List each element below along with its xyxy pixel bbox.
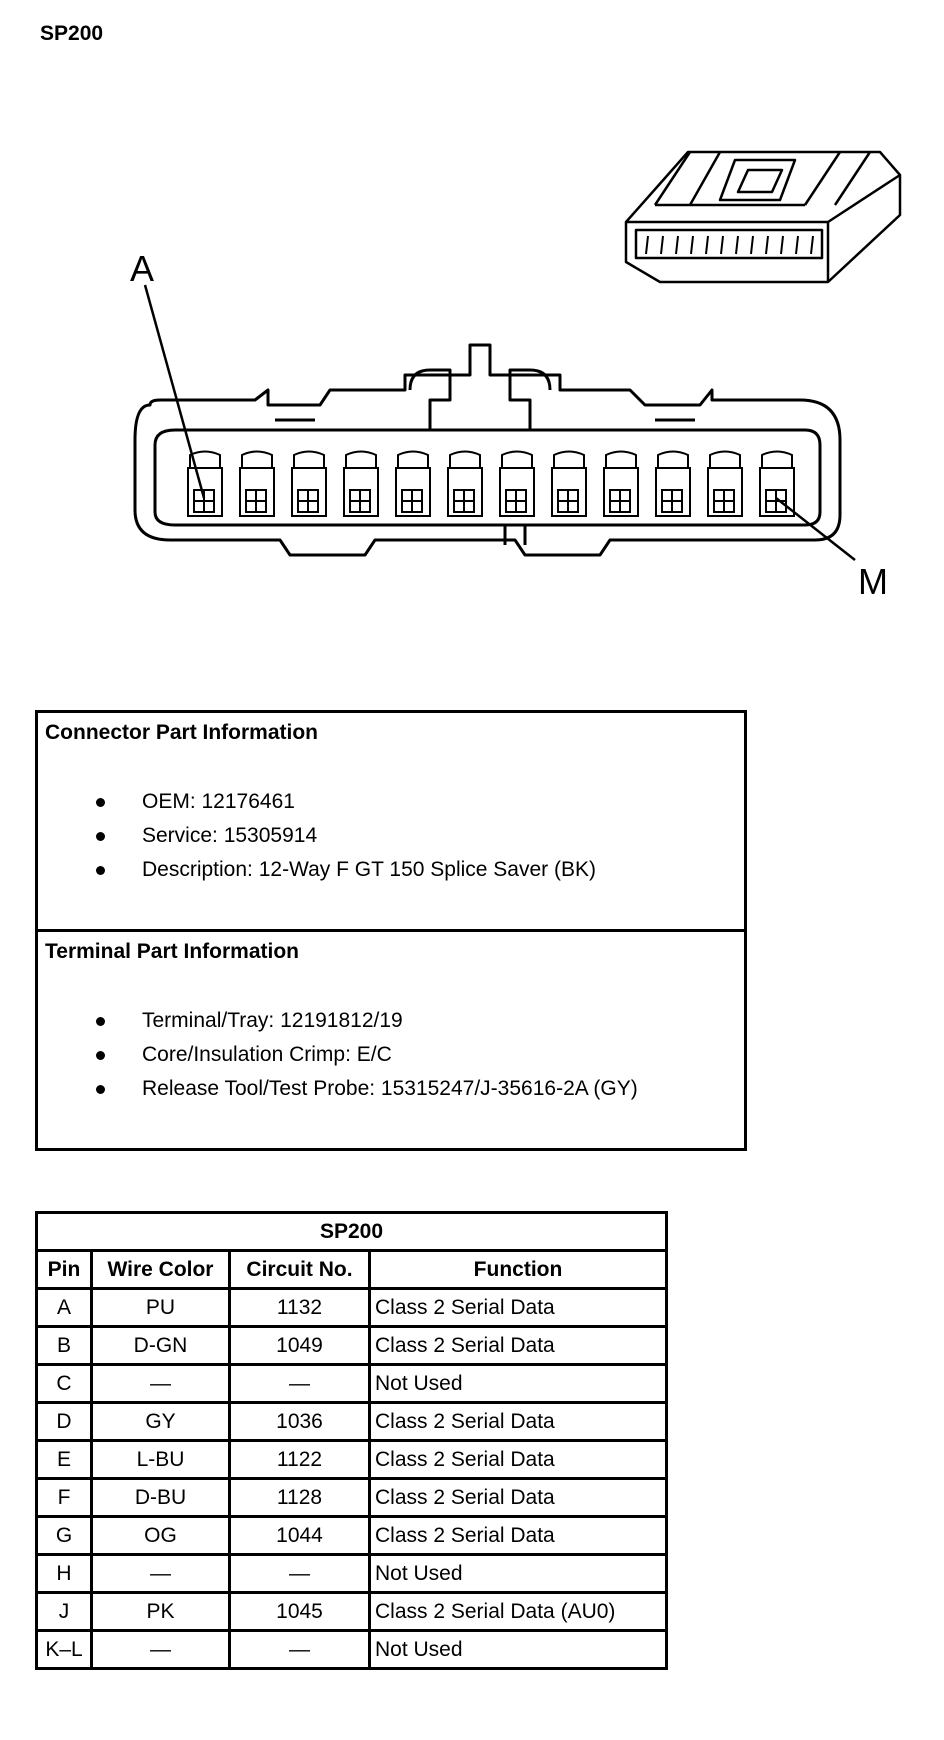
pin-table: SP200 Pin Wire Color Circuit No. Functio… — [35, 1211, 668, 1670]
table-row: G OG 1044 Class 2 Serial Data — [35, 1515, 668, 1556]
page-title: SP200 — [40, 22, 104, 45]
pin-cell: C — [35, 1363, 93, 1404]
pin-table-title: SP200 — [35, 1211, 668, 1252]
connector-cavities — [187, 450, 795, 517]
cavity — [499, 450, 535, 517]
table-row: J PK 1045 Class 2 Serial Data (AU0) — [35, 1591, 668, 1632]
circuit-cell: 1122 — [228, 1439, 371, 1480]
function-cell: Not Used — [368, 1553, 668, 1594]
pin-cell: B — [35, 1325, 93, 1366]
connector-perspective-view — [624, 150, 902, 284]
cavity — [291, 450, 327, 517]
table-row: A PU 1132 Class 2 Serial Data — [35, 1287, 668, 1328]
terminal-part-info-heading: Terminal Part Information — [45, 940, 299, 963]
circuit-cell: 1049 — [228, 1325, 371, 1366]
pin-label-m: M — [858, 561, 888, 602]
wire-color-cell: — — [90, 1363, 231, 1404]
list-item: Service: 15305914 — [38, 819, 596, 853]
table-row: F D-BU 1128 Class 2 Serial Data — [35, 1477, 668, 1518]
function-cell: Not Used — [368, 1629, 668, 1670]
circuit-cell: — — [228, 1553, 371, 1594]
list-item: Terminal/Tray: 12191812/19 — [38, 1004, 638, 1038]
wire-color-cell: GY — [90, 1401, 231, 1442]
pin-cell: H — [35, 1553, 93, 1594]
pin-cell: G — [35, 1515, 93, 1556]
wire-color-cell: — — [90, 1553, 231, 1594]
list-item: Core/Insulation Crimp: E/C — [38, 1038, 638, 1072]
leader-line-m — [775, 497, 856, 561]
wire-color-cell: — — [90, 1629, 231, 1670]
pin-table-title-row: SP200 — [35, 1211, 668, 1252]
function-cell: Class 2 Serial Data — [368, 1287, 668, 1328]
circuit-cell: — — [228, 1363, 371, 1404]
connector-part-info-list: OEM: 12176461 Service: 15305914 Descript… — [38, 785, 596, 887]
table-row: H — — Not Used — [35, 1553, 668, 1594]
function-cell: Not Used — [368, 1363, 668, 1404]
cavity — [395, 450, 431, 517]
cavity — [551, 450, 587, 517]
function-cell: Class 2 Serial Data — [368, 1477, 668, 1518]
leader-line-a — [143, 284, 206, 499]
connector-perspective-slots — [645, 235, 814, 255]
circuit-cell: 1045 — [228, 1591, 371, 1632]
terminal-part-info-box: Terminal Part Information Terminal/Tray:… — [35, 929, 747, 1151]
cavity — [343, 450, 379, 517]
column-header-function: Function — [368, 1249, 668, 1290]
terminal-part-info-list: Terminal/Tray: 12191812/19 Core/Insulati… — [38, 1004, 638, 1106]
function-cell: Class 2 Serial Data (AU0) — [368, 1591, 668, 1632]
column-header-circuit-no: Circuit No. — [228, 1249, 371, 1290]
table-row: B D-GN 1049 Class 2 Serial Data — [35, 1325, 668, 1366]
cavity — [239, 450, 275, 517]
table-row: D GY 1036 Class 2 Serial Data — [35, 1401, 668, 1442]
connector-part-info-box: Connector Part Information OEM: 12176461… — [35, 710, 747, 932]
column-header-pin: Pin — [35, 1249, 93, 1290]
circuit-cell: 1132 — [228, 1287, 371, 1328]
pin-table-header-row: Pin Wire Color Circuit No. Function — [35, 1249, 668, 1290]
column-header-wire-color: Wire Color — [90, 1249, 231, 1290]
circuit-cell: 1044 — [228, 1515, 371, 1556]
circuit-cell: 1128 — [228, 1477, 371, 1518]
connector-face — [133, 343, 842, 557]
cavity — [603, 450, 639, 517]
pin-cell: F — [35, 1477, 93, 1518]
function-cell: Class 2 Serial Data — [368, 1515, 668, 1556]
circuit-cell: — — [228, 1629, 371, 1670]
wire-color-cell: PK — [90, 1591, 231, 1632]
function-cell: Class 2 Serial Data — [368, 1325, 668, 1366]
pin-cell: D — [35, 1401, 93, 1442]
connector-part-info-heading: Connector Part Information — [45, 721, 319, 744]
wire-color-cell: L-BU — [90, 1439, 231, 1480]
cavity — [707, 450, 743, 517]
pin-label-a: A — [130, 248, 154, 289]
list-item: OEM: 12176461 — [38, 785, 596, 819]
wire-color-cell: OG — [90, 1515, 231, 1556]
connector-illustration: A M — [130, 150, 902, 602]
table-row: C — — Not Used — [35, 1363, 668, 1404]
function-cell: Class 2 Serial Data — [368, 1439, 668, 1480]
pin-cell: K–L — [35, 1629, 93, 1670]
cavity — [655, 450, 691, 517]
wire-color-cell: D-GN — [90, 1325, 231, 1366]
circuit-cell: 1036 — [228, 1401, 371, 1442]
pin-cell: E — [35, 1439, 93, 1480]
table-row: E L-BU 1122 Class 2 Serial Data — [35, 1439, 668, 1480]
wire-color-cell: D-BU — [90, 1477, 231, 1518]
list-item: Release Tool/Test Probe: 15315247/J-3561… — [38, 1072, 638, 1106]
pin-cell: A — [35, 1287, 93, 1328]
table-row: K–L — — Not Used — [35, 1629, 668, 1670]
cavity — [447, 450, 483, 517]
cavity — [759, 450, 795, 517]
pin-cell: J — [35, 1591, 93, 1632]
function-cell: Class 2 Serial Data — [368, 1401, 668, 1442]
list-item: Description: 12-Way F GT 150 Splice Save… — [38, 853, 596, 887]
wire-color-cell: PU — [90, 1287, 231, 1328]
